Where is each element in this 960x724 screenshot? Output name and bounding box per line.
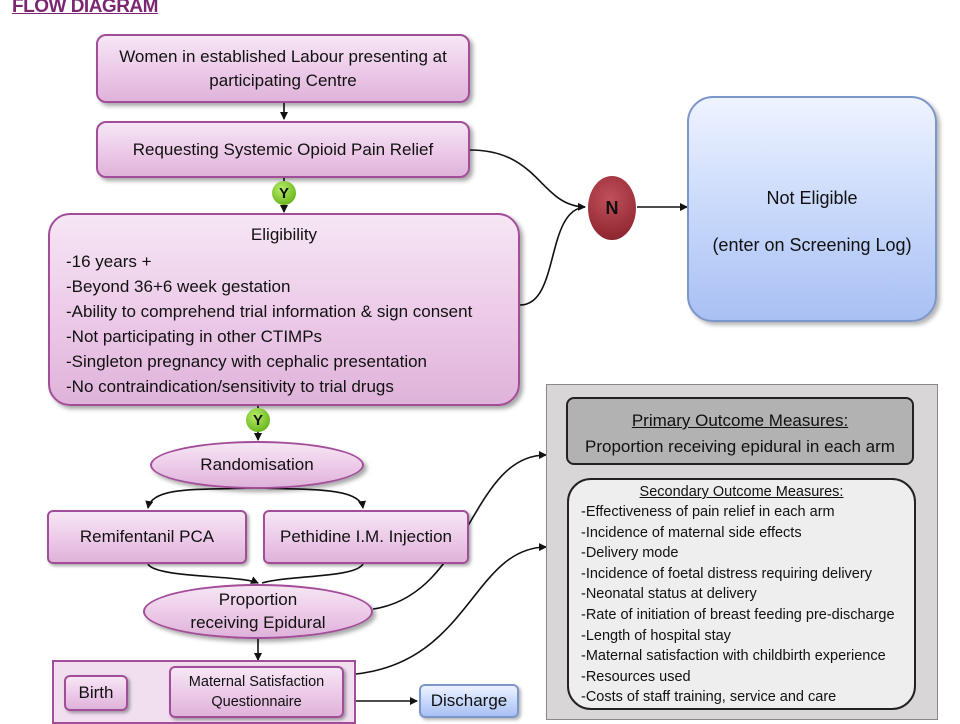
eligibility-item: -No contraindication/sensitivity to tria…: [66, 377, 394, 396]
eligibility-list: -16 years + -Beyond 36+6 week gestation …: [50, 249, 518, 399]
secondary-outcome-item: -Rate of initiation of breast feeding pr…: [581, 606, 895, 623]
curve-request-to-n: [469, 149, 586, 211]
page-title: FLOW DIAGRAM: [12, 0, 158, 17]
secondary-outcome-item: -Delivery mode: [581, 545, 679, 562]
pethidine-arm-box: Pethidine I.M. Injection: [263, 510, 469, 564]
primary-outcomes-text: Proportion receiving epidural in each ar…: [585, 436, 895, 456]
eligibility-box: Eligibility -16 years + -Beyond 36+6 wee…: [48, 213, 520, 406]
primary-outcomes-box: Primary Outcome Measures: Proportion rec…: [566, 397, 914, 465]
curve-eligibility-to-n: [519, 206, 586, 306]
curve-remi-to-proportion: [147, 563, 259, 584]
eligibility-item: -Beyond 36+6 week gestation: [66, 277, 291, 296]
secondary-outcome-item: -Maternal satisfaction with childbirth e…: [581, 648, 886, 665]
curve-random-to-remi: [145, 487, 256, 509]
secondary-outcome-item: -Costs of staff training, service and ca…: [581, 689, 837, 706]
secondary-outcome-item: -Resources used: [581, 668, 691, 685]
women-presenting-box: Women in established Labour presenting a…: [96, 34, 470, 103]
outcome-measures-panel: Primary Outcome Measures: Proportion rec…: [546, 384, 938, 720]
proportion-label: Proportion: [218, 589, 298, 609]
curve-peth-to-proportion: [261, 563, 364, 584]
secondary-outcome-item: -Effectiveness of pain relief in each ar…: [581, 504, 835, 520]
secondary-outcomes-header: Secondary Outcome Measures:: [639, 484, 844, 500]
birth-box: Birth: [64, 675, 128, 711]
eligibility-item: -16 years +: [66, 252, 152, 271]
secondary-outcomes-box: Secondary Outcome Measures: -Effectivene…: [567, 478, 916, 710]
secondary-outcome-item: -Incidence of maternal side effects: [581, 524, 802, 541]
not-eligible-label: Not Eligible: [766, 188, 858, 208]
eligibility-title: Eligibility: [250, 225, 318, 244]
proportion-epidural-node: Proportion receiving Epidural: [143, 584, 373, 639]
curve-questionnaire-to-outcomes-2: [342, 543, 547, 676]
curve-random-to-peth: [257, 487, 366, 509]
requesting-opioid-box: Requesting Systemic Opioid Pain Relief: [96, 121, 470, 178]
primary-outcomes-header: Primary Outcome Measures:: [631, 411, 849, 430]
maternal-satisfaction-questionnaire-box: Maternal Satisfaction Questionnaire: [169, 666, 344, 718]
eligibility-item: -Ability to comprehend trial information…: [66, 302, 473, 321]
no-badge: N: [588, 176, 636, 240]
epidural-label: receiving Epidural: [190, 612, 326, 632]
secondary-outcomes-list: -Effectiveness of pain relief in each ar…: [569, 502, 914, 708]
eligibility-item: -Singleton pregnancy with cephalic prese…: [66, 352, 428, 371]
not-eligible-box: Not Eligible (enter on Screening Log): [687, 96, 937, 322]
secondary-outcome-item: -Incidence of foetal distress requiring …: [581, 565, 872, 582]
secondary-outcome-item: -Length of hospital stay: [581, 627, 731, 644]
discharge-box: Discharge: [419, 684, 519, 718]
remifentanil-arm-box: Remifentanil PCA: [47, 510, 247, 564]
yes-badge-top: Y: [272, 181, 296, 205]
secondary-outcome-item: -Neonatal status at delivery: [581, 586, 757, 603]
yes-badge-bottom: Y: [246, 408, 270, 432]
eligibility-item: -Not participating in other CTIMPs: [66, 327, 323, 346]
screening-log-note: (enter on Screening Log): [712, 235, 912, 255]
randomisation-node: Randomisation: [150, 441, 364, 489]
